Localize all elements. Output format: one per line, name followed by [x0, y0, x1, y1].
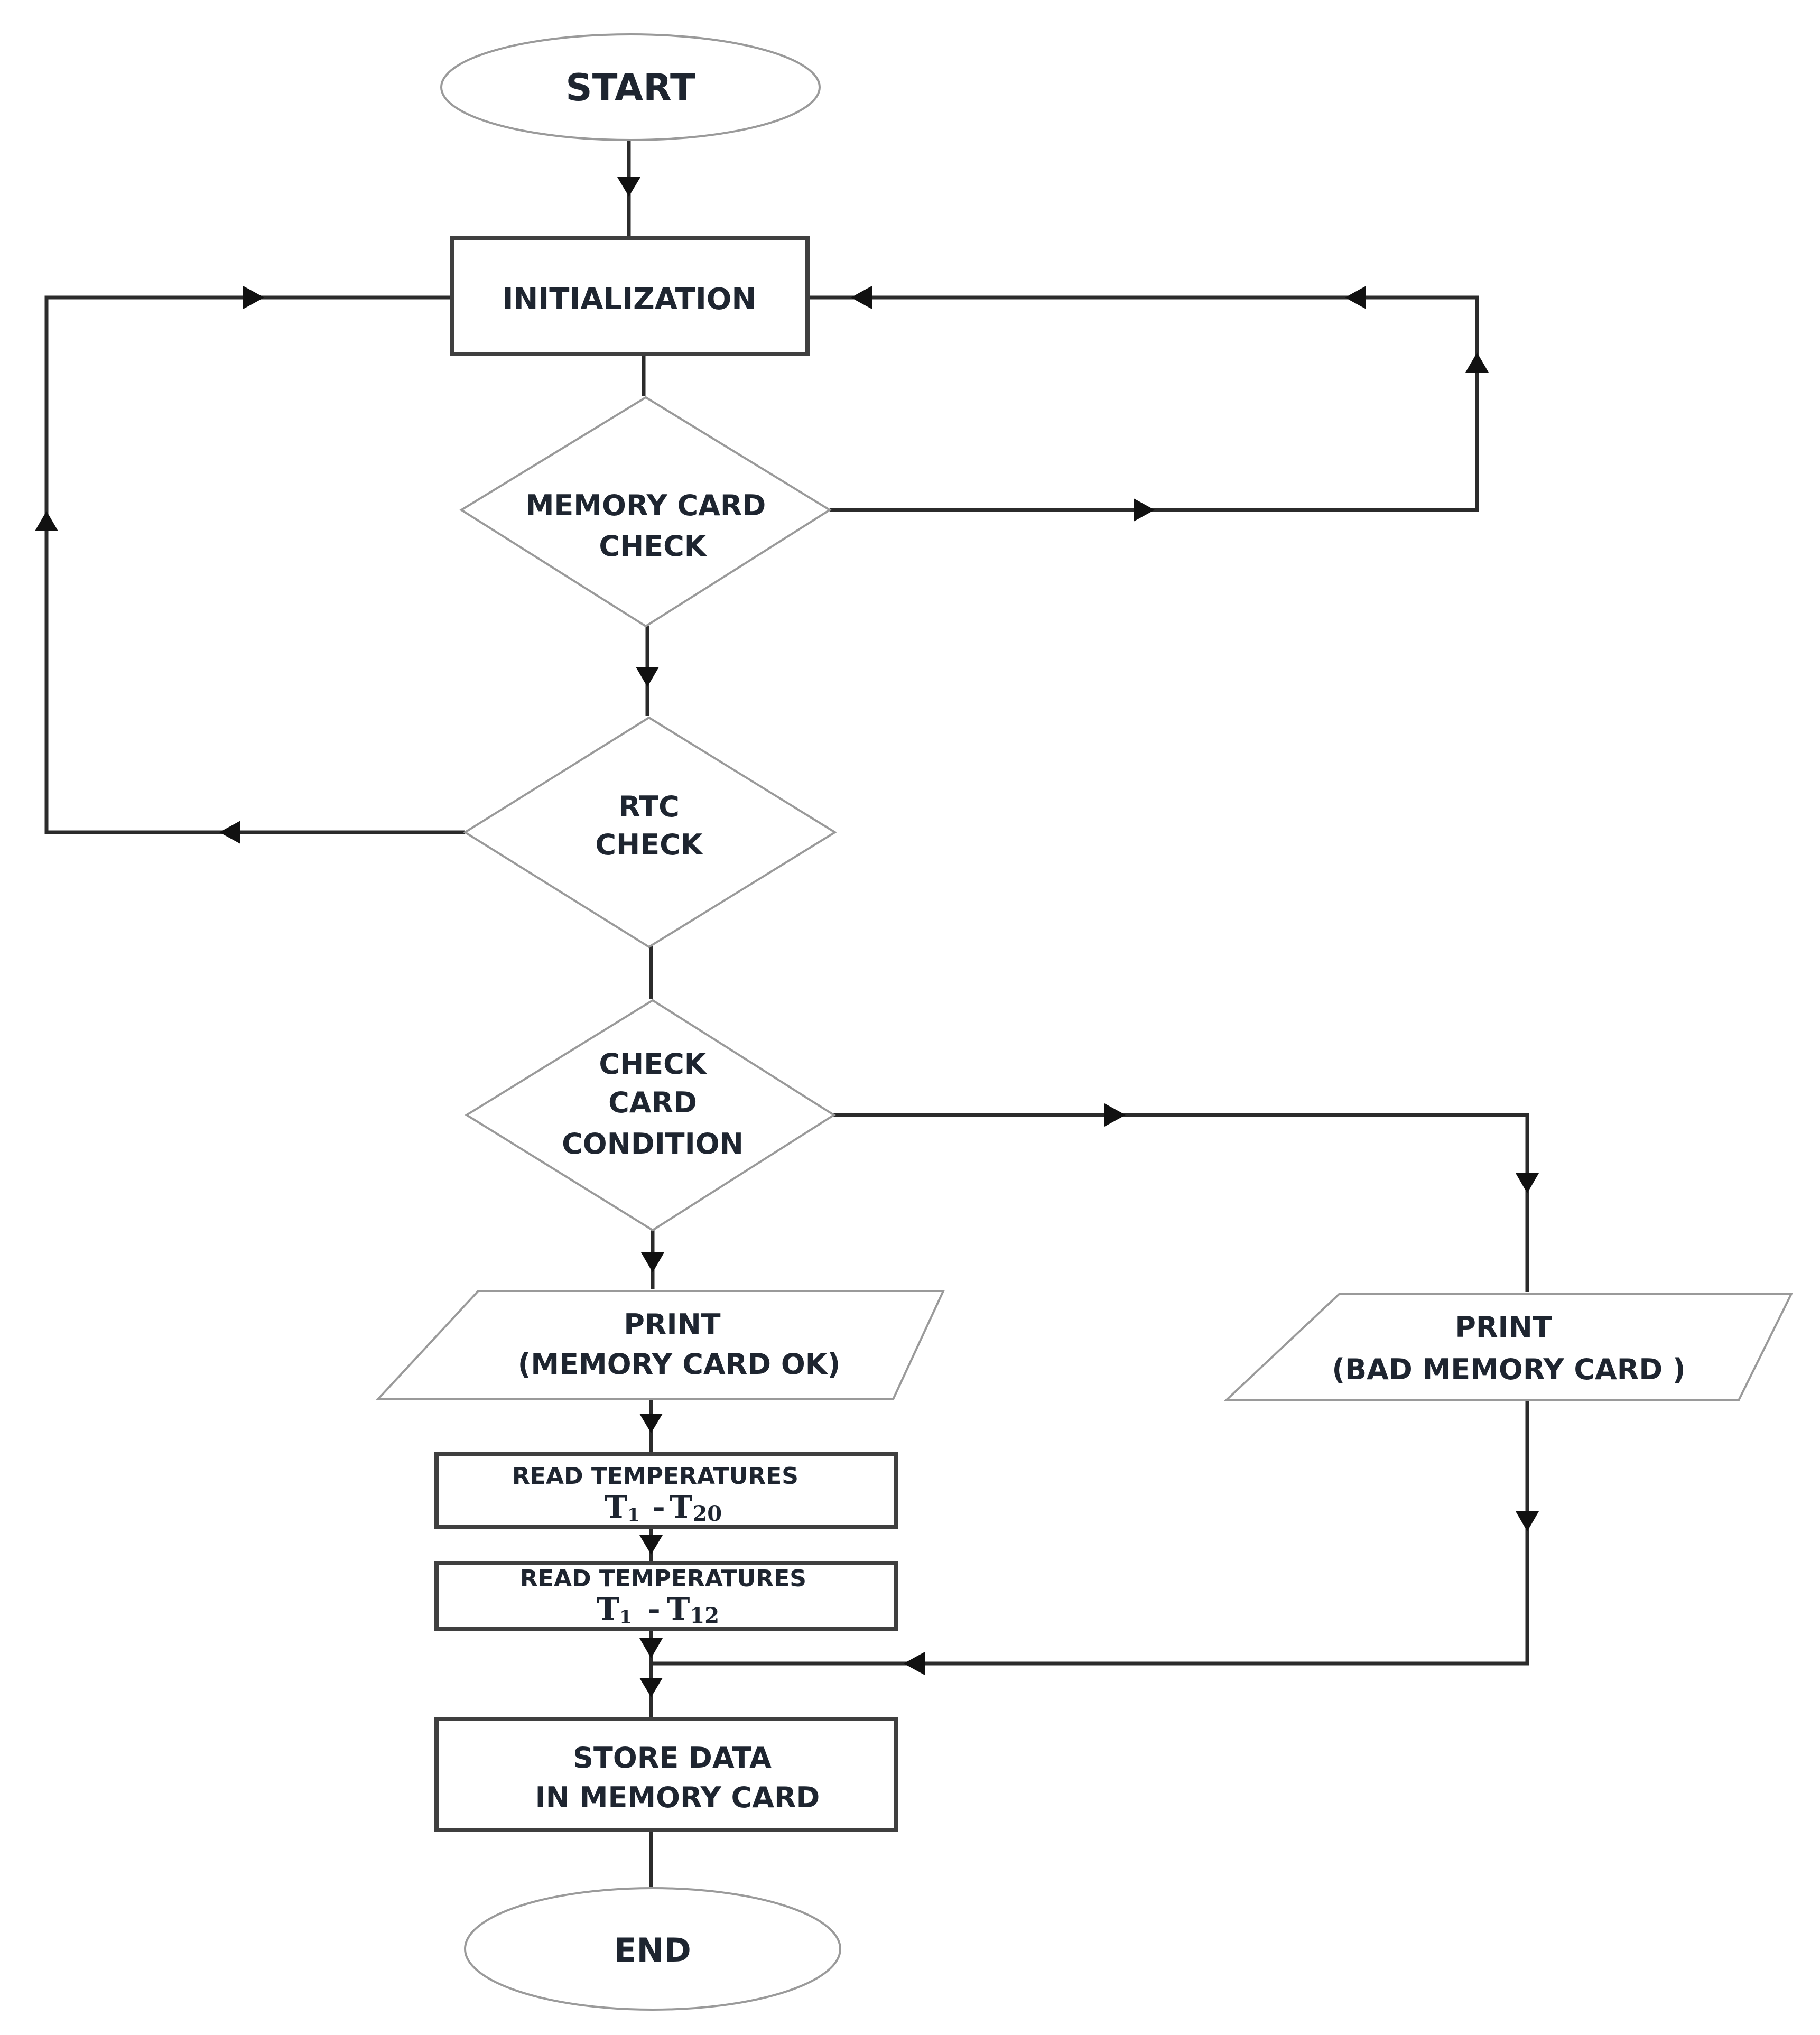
print-bad-label-line2: (BAD MEMORY CARD ) — [1332, 1353, 1685, 1386]
read-temperatures-1-box — [434, 1452, 898, 1529]
read-temperatures-2-title: READ TEMPERATURES — [520, 1565, 806, 1592]
arrow-right-card-bad — [1104, 1103, 1126, 1127]
print-ok-io — [375, 1290, 945, 1400]
arrow-up-rtc-fail — [35, 511, 58, 531]
arrow-right-memory-fail — [1134, 498, 1155, 522]
arrowheads — [35, 177, 1539, 1697]
read-temperatures-2-box — [434, 1561, 898, 1631]
read-temperatures-1-from-sub: 1 — [627, 1504, 640, 1526]
arrow-down-to-print-ok — [641, 1252, 664, 1272]
end-terminal — [464, 1887, 841, 2011]
arrow-down-to-read-2 — [639, 1535, 663, 1555]
loop-memory-fail-to-init — [807, 295, 1479, 512]
read-temperatures-2-to: T — [667, 1591, 690, 1627]
arrow-down-after-read-2 — [639, 1638, 663, 1658]
rtc-check-label-line2: CHECK — [595, 828, 703, 861]
start-label: START — [565, 66, 695, 109]
read-temperatures-1-title: READ TEMPERATURES — [512, 1463, 798, 1490]
print-bad-io — [1223, 1293, 1794, 1401]
arrow-down-to-init — [617, 177, 640, 197]
store-data-box — [434, 1717, 898, 1832]
arrow-left-memory-loop-2 — [851, 286, 872, 309]
card-condition-label-line3: CONDITION — [562, 1127, 744, 1160]
memory-check-label-line1: MEMORY CARD — [526, 489, 766, 522]
read-temperatures-1-to: T — [670, 1489, 692, 1525]
read-temperatures-2-to-sub: 12 — [690, 1603, 719, 1628]
rtc-check-decision — [463, 716, 837, 949]
memory-check-decision — [459, 396, 832, 628]
connectors — [44, 137, 1529, 1887]
print-bad-label-line1: PRINT — [1455, 1311, 1552, 1344]
arrow-left-to-merge — [904, 1652, 925, 1675]
memory-check-label-line2: CHECK — [599, 529, 707, 563]
arrow-right-rtc-loop — [243, 286, 264, 309]
arrow-down-to-print-bad — [1516, 1173, 1539, 1193]
print-ok-label-line2: (MEMORY CARD OK) — [518, 1348, 841, 1381]
arrow-down-to-read-1 — [639, 1414, 663, 1433]
read-temperatures-2-range: T1-T12 — [597, 1591, 719, 1628]
arrow-up-memory-fail — [1465, 352, 1489, 373]
initialization-box — [450, 236, 810, 356]
store-data-label-line2: IN MEMORY CARD — [535, 1781, 820, 1814]
end-label: END — [614, 1931, 691, 1969]
arrow-left-memory-loop-1 — [1345, 286, 1366, 309]
read-temperatures-2-from: T — [597, 1591, 619, 1627]
card-condition-label-line2: CARD — [608, 1086, 697, 1119]
card-condition-label-line1: CHECK — [599, 1047, 707, 1081]
read-temperatures-1-from: T — [605, 1489, 627, 1525]
start-terminal — [440, 33, 821, 141]
read-temperatures-1-range: T1-T20 — [605, 1489, 722, 1526]
read-temperatures-2-from-sub: 1 — [619, 1606, 632, 1628]
arrow-down-to-store — [639, 1678, 663, 1697]
print-ok-label-line1: PRINT — [624, 1308, 720, 1341]
store-data-label-line1: STORE DATA — [573, 1741, 772, 1774]
branch-print-bad-to-merge — [651, 1399, 1529, 1666]
rtc-check-label-line1: RTC — [618, 790, 680, 823]
loop-rtc-fail-to-init — [44, 295, 465, 834]
read-temperatures-1-to-sub: 20 — [692, 1501, 722, 1526]
arrow-down-to-rtc — [636, 667, 659, 687]
branch-card-bad-to-print-bad — [832, 1113, 1529, 1292]
card-condition-decision — [465, 999, 836, 1232]
initialization-label: INITIALIZATION — [503, 282, 757, 317]
arrow-down-from-print-bad — [1516, 1511, 1539, 1531]
arrow-left-rtc-fail — [219, 821, 240, 844]
